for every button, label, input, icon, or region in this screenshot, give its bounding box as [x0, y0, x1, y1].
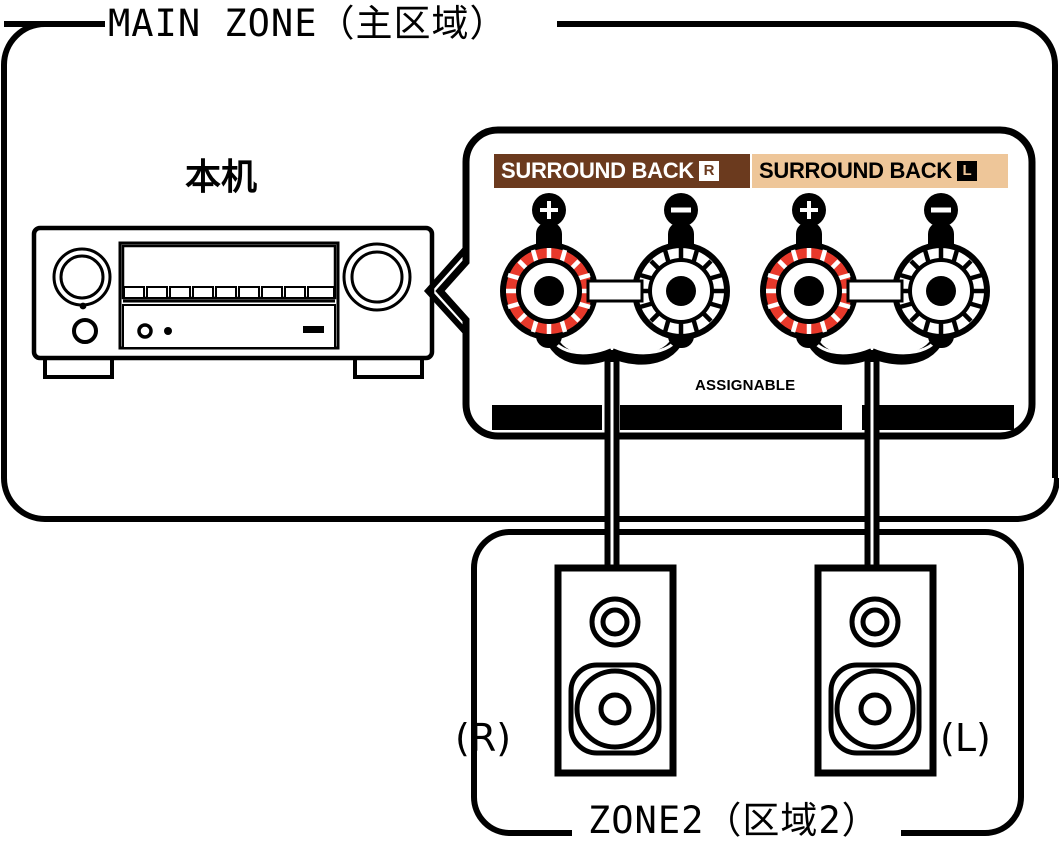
- channel-box-l: L: [956, 161, 977, 181]
- av-receiver: [31, 225, 435, 379]
- speaker-right: [554, 564, 677, 777]
- binding-post-surround-back-r-plus[interactable]: [500, 193, 598, 348]
- speaker-right-channel-label: (R): [455, 716, 512, 760]
- terminal-label-text: SURROUND BACK: [501, 158, 694, 183]
- main-zone-title: MAIN ZONE（主区域）: [108, 2, 508, 45]
- assignable-label: ASSIGNABLE: [695, 377, 796, 394]
- callout-pointer: [423, 242, 473, 340]
- binding-post-surround-back-l-minus[interactable]: [892, 193, 990, 348]
- jumper-bars: [586, 279, 904, 303]
- zone2-box: [471, 529, 1024, 836]
- binding-post-surround-back-l-plus[interactable]: [760, 193, 858, 348]
- main-zone-box: [1, 21, 1059, 522]
- channel-box-r: R: [698, 161, 719, 181]
- speaker-left: [814, 564, 937, 777]
- terminal-label-surround-back-r: SURROUND BACK R: [494, 154, 750, 188]
- binding-post-surround-back-r-minus[interactable]: [632, 193, 730, 348]
- terminal-label-surround-back-l: SURROUND BACK L: [752, 154, 1008, 188]
- receiver-label: 本机: [185, 157, 258, 198]
- panel-slot-bars: [492, 405, 1014, 430]
- zone2-title: ZONE2（区域2）: [588, 799, 880, 842]
- main-zone-box-right: [557, 21, 1058, 478]
- speaker-left-channel-label: (L): [940, 716, 991, 760]
- terminal-label-text: SURROUND BACK: [759, 158, 952, 183]
